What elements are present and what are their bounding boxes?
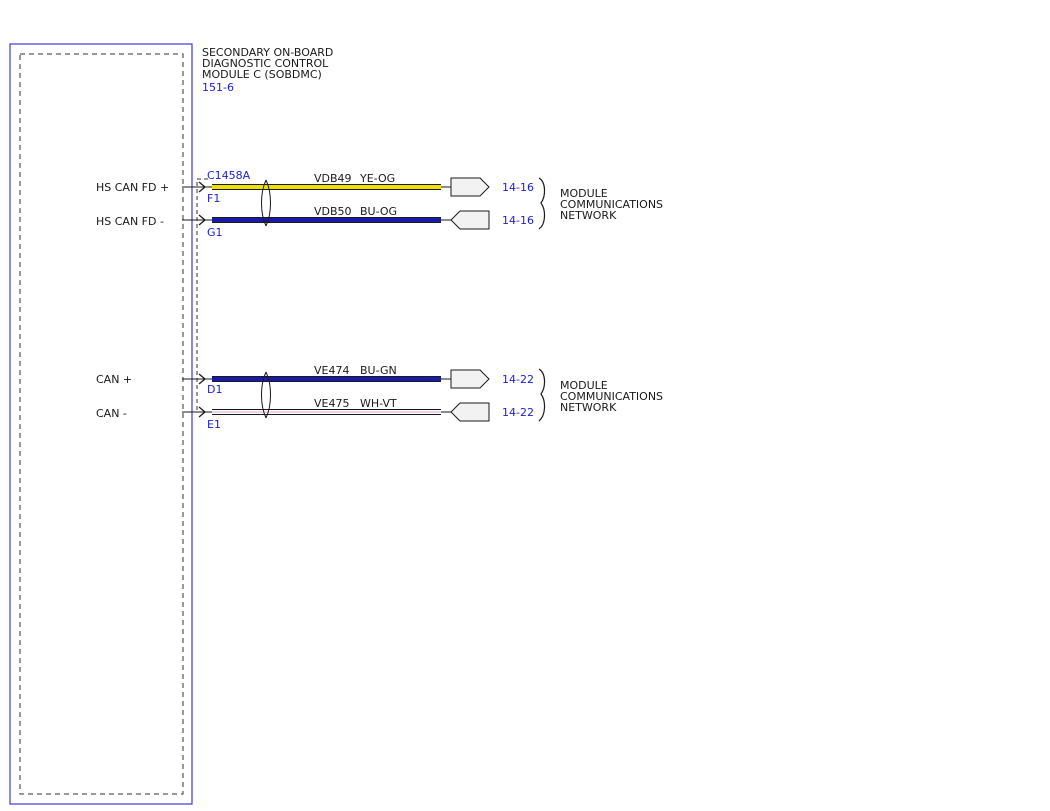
connector-out-arrow-icon: [450, 369, 490, 389]
page-ref-link[interactable]: 14-16: [502, 181, 534, 194]
wire-ve474[interactable]: [212, 376, 441, 382]
pin-arrow-icon: [198, 214, 207, 226]
page-ref-link[interactable]: 14-22: [502, 373, 534, 386]
pin-row-hs-can-fd-minus: HS CAN FD - G1 VDB50 BU-OG 14-16: [96, 205, 534, 239]
module-block: [9, 43, 193, 805]
network-label-line-2: COMMUNICATIONS: [560, 390, 663, 403]
pin-row-can-minus: CAN - E1 VE475 WH-VT 14-22: [96, 397, 534, 431]
pin-id: F1: [207, 192, 220, 205]
signal-label: CAN +: [96, 373, 132, 386]
pin-id: E1: [207, 418, 221, 431]
connector-dashed-outline: [196, 178, 208, 412]
module-name-line-2: DIAGNOSTIC CONTROL: [202, 57, 329, 70]
circuit-number: VE475: [314, 397, 349, 410]
connector-in-arrow-icon: [450, 402, 490, 422]
wire-vdb50[interactable]: [212, 217, 441, 223]
pin-arrow-icon: [198, 181, 207, 193]
pin-row-can-plus: CAN + D1 VE474 BU-GN 14-22: [96, 364, 534, 396]
connector-out-arrow-icon: [450, 177, 490, 197]
wire-color-code: WH-VT: [360, 397, 397, 410]
signal-label: HS CAN FD -: [96, 215, 164, 228]
network-label-line-3: NETWORK: [560, 209, 617, 222]
circuit-number: VDB50: [314, 205, 352, 218]
network-brace-icon: [538, 177, 546, 230]
module-title: SECONDARY ON-BOARD DIAGNOSTIC CONTROL MO…: [202, 46, 333, 94]
connector-in-arrow-icon: [450, 210, 490, 230]
module-border: [9, 43, 193, 805]
connector-id-link[interactable]: C1458A: [207, 169, 251, 182]
module-name-line-1: SECONDARY ON-BOARD: [202, 46, 333, 59]
wire-color-code: BU-OG: [360, 205, 397, 218]
wire-color-code: BU-GN: [360, 364, 397, 377]
network-brace-icon: [538, 368, 546, 422]
wire-color-code: YE-OG: [359, 172, 395, 185]
page-ref-link[interactable]: 14-16: [502, 214, 534, 227]
wire-vdb49[interactable]: [212, 184, 441, 190]
pin-arrow-icon: [198, 373, 207, 385]
module-inner-dashed: [19, 53, 184, 795]
twisted-pair-icon: [261, 371, 271, 419]
signal-label: HS CAN FD +: [96, 181, 169, 194]
module-name-line-3: MODULE C (SOBDMC): [202, 68, 322, 81]
page-ref-link[interactable]: 14-22: [502, 406, 534, 419]
signal-label: CAN -: [96, 407, 127, 420]
twisted-pair-icon: [261, 179, 271, 227]
wire-ve475[interactable]: [212, 409, 441, 415]
circuit-number: VDB49: [314, 172, 352, 185]
network-label-line-1: MODULE: [560, 379, 608, 392]
pin-id: G1: [207, 226, 223, 239]
pin-arrow-icon: [198, 406, 207, 418]
pin-row-hs-can-fd-plus: HS CAN FD + F1 VDB49 YE-OG 14-16: [96, 172, 534, 205]
network-label-line-2: COMMUNICATIONS: [560, 198, 663, 211]
network-label-line-3: NETWORK: [560, 401, 617, 414]
pin-id: D1: [207, 383, 222, 396]
module-ref-link[interactable]: 151-6: [202, 81, 234, 94]
circuit-number: VE474: [314, 364, 349, 377]
network-label-line-1: MODULE: [560, 187, 608, 200]
